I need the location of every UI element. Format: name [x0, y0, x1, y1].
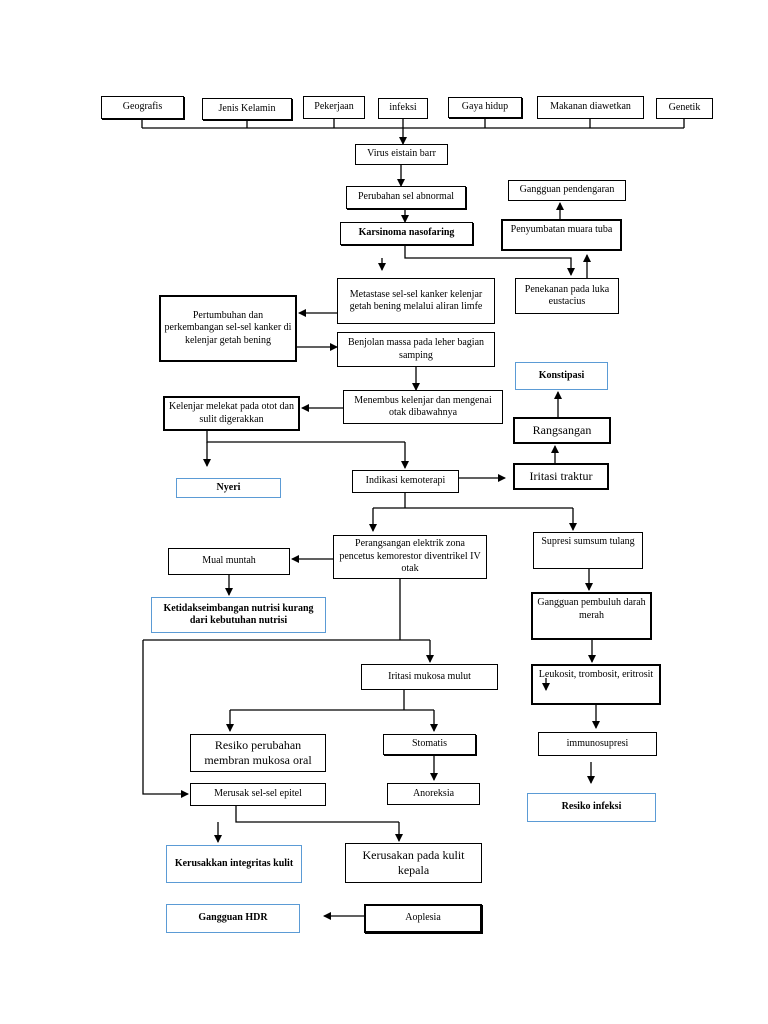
- node-kelenjar-melekat: Kelenjar melekat pada otot dan sulit dig…: [163, 396, 300, 431]
- node-resiko-infeksi: Resiko infeksi: [527, 793, 656, 822]
- node-ketidakseimbangan: Ketidakseimbangan nutrisi kurang dari ke…: [151, 597, 326, 633]
- connector-40: [142, 640, 189, 798]
- node-geografis: Geografis: [101, 96, 184, 119]
- node-benjolan: Benjolan massa pada leher bagian samping: [337, 332, 495, 367]
- node-kerusakan-kulit-kepala: Kerusakan pada kulit kepala: [345, 843, 482, 883]
- node-pekerjaan: Pekerjaan: [303, 96, 365, 119]
- node-pertumbuhan: Pertumbuhan dan perkembangan sel-sel kan…: [159, 295, 297, 362]
- node-rangsangan: Rangsangan: [513, 417, 611, 444]
- node-iritasi-mukosa: Iritasi mukosa mulut: [361, 664, 498, 690]
- node-menembus: Menembus kelenjar dan mengenai otak diba…: [343, 390, 503, 424]
- node-leukosit: Leukosit, trombosit, eritrosit: [531, 664, 661, 705]
- node-kerusakan-integritas: Kerusakkan integritas kulit: [166, 845, 302, 883]
- node-jenis-kelamin: Jenis Kelamin: [202, 98, 292, 120]
- connector-46: [235, 806, 399, 823]
- node-merusak-sel: Merusak sel-sel epitel: [190, 783, 326, 806]
- node-gangguan-hdr: Gangguan HDR: [166, 904, 300, 933]
- node-perubahan-sel: Perubahan sel abnormal: [346, 186, 466, 209]
- node-anoreksia: Anoreksia: [387, 783, 480, 805]
- node-aoplesia: Aoplesia: [364, 904, 482, 933]
- node-penekanan: Penekanan pada luka eustacius: [515, 278, 619, 314]
- node-metastase: Metastase sel-sel kanker kelenjar getah …: [337, 278, 495, 324]
- node-genetik: Genetik: [656, 98, 713, 119]
- node-gangguan-pendengaran: Gangguan pendengaran: [508, 180, 626, 201]
- node-makanan-diawetkan: Makanan diawetkan: [537, 96, 644, 119]
- node-konstipasi: Konstipasi: [515, 362, 608, 390]
- node-mual-muntah: Mual muntah: [168, 548, 290, 575]
- node-perangsangan: Perangsangan elektrik zona pencetus kemo…: [333, 535, 487, 579]
- node-immunosupresi: immunosupresi: [538, 732, 657, 756]
- node-gaya-hidup: Gaya hidup: [448, 97, 522, 118]
- node-indikasi-kemoterapi: Indikasi kemoterapi: [352, 470, 459, 493]
- connector-12: [404, 245, 575, 276]
- node-iritasi-traktur: Iritasi traktur: [513, 463, 609, 490]
- node-supresi-sumsum: Supresi sumsum tulang: [533, 532, 643, 569]
- node-nyeri: Nyeri: [176, 478, 281, 498]
- node-stomatis: Stomatis: [383, 734, 476, 755]
- node-gangguan-pembuluh: Gangguan pembuluh darah merah: [531, 592, 652, 640]
- node-infeksi: infeksi: [378, 98, 428, 119]
- connector-20: [206, 431, 405, 443]
- node-penyumbatan: Penyumbatan muara tuba: [501, 219, 622, 251]
- node-resiko-perubahan: Resiko perubahan membran mukosa oral: [190, 734, 326, 772]
